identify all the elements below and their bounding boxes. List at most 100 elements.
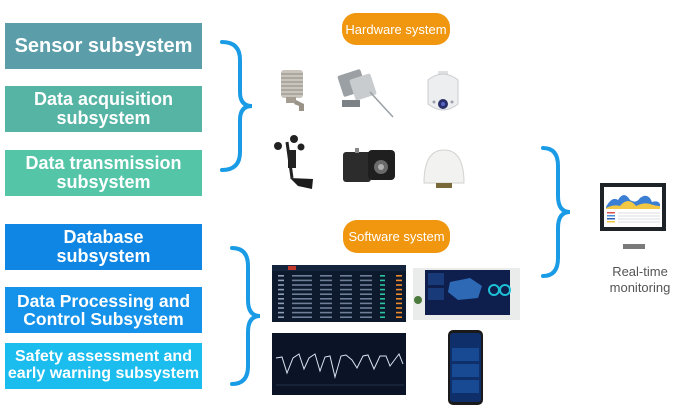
table-cell bbox=[292, 302, 312, 305]
database-subsystem-label: Database subsystem bbox=[56, 227, 151, 266]
table-cell bbox=[396, 298, 402, 300]
hardware-system-title: Hardware system bbox=[345, 21, 447, 37]
inclinometer-icon bbox=[343, 148, 395, 182]
software-brace bbox=[230, 246, 261, 386]
draw-wire-sensor-icon bbox=[337, 69, 394, 118]
table-cell bbox=[340, 298, 352, 300]
data-transmission-subsystem-box: Data transmission subsystem bbox=[5, 150, 202, 196]
table-cell bbox=[380, 288, 385, 291]
table-cell bbox=[360, 284, 372, 286]
table-cell bbox=[380, 293, 385, 295]
table-cell bbox=[292, 288, 312, 291]
table-cell bbox=[292, 298, 312, 300]
safety-assessment-subsystem-label: Safety assessment and early warning subs… bbox=[7, 348, 200, 382]
table-cell bbox=[340, 275, 352, 277]
table-cell bbox=[320, 298, 332, 300]
table-cell bbox=[380, 284, 385, 286]
table-cell bbox=[278, 279, 284, 282]
table-cell bbox=[396, 288, 402, 291]
table-cell bbox=[292, 275, 312, 277]
data-acquisition-subsystem-box: Data acquisition subsystem bbox=[5, 86, 202, 132]
sensor-subsystem-box: Sensor subsystem bbox=[5, 23, 202, 69]
table-cell bbox=[292, 307, 312, 309]
hardware-brace bbox=[220, 40, 253, 172]
dome-camera-icon bbox=[427, 71, 459, 111]
table-cell bbox=[340, 302, 352, 305]
table-cell bbox=[380, 316, 385, 318]
wall-display-screenshot bbox=[413, 268, 520, 320]
table-cell bbox=[278, 284, 284, 286]
table-cell bbox=[340, 293, 352, 295]
table-cell bbox=[320, 288, 332, 291]
table-cell bbox=[360, 307, 372, 309]
data-acquisition-subsystem-label: Data acquisition subsystem bbox=[33, 89, 174, 128]
table-cell bbox=[320, 279, 332, 282]
table-cell bbox=[278, 316, 284, 318]
gnss-antenna-icon bbox=[423, 149, 465, 188]
table-cell bbox=[380, 302, 385, 305]
mobile-app-screenshot bbox=[448, 330, 483, 405]
table-cell bbox=[278, 302, 284, 305]
table-cell bbox=[380, 311, 385, 314]
table-cell bbox=[320, 293, 332, 295]
table-cell bbox=[340, 279, 352, 282]
data-processing-subsystem-label: Data Processing and Control Subsystem bbox=[16, 290, 191, 329]
table-cell bbox=[360, 302, 372, 305]
table-cell bbox=[360, 279, 372, 282]
data-transmission-subsystem-label: Data transmission subsystem bbox=[25, 153, 182, 192]
table-cell bbox=[278, 307, 284, 309]
table-cell bbox=[320, 275, 332, 277]
table-cell bbox=[360, 275, 372, 277]
anemometer-icon bbox=[274, 135, 313, 189]
data-processing-subsystem-box: Data Processing and Control Subsystem bbox=[5, 287, 202, 333]
table-cell bbox=[380, 298, 385, 300]
table-cell bbox=[340, 307, 352, 309]
software-system-title: Software system bbox=[348, 229, 445, 244]
label-line-2: monitoring bbox=[609, 280, 671, 296]
table-cell bbox=[396, 307, 402, 309]
data-table-dashboard-screenshot bbox=[272, 265, 406, 322]
table-cell bbox=[278, 293, 284, 295]
software-system-badge: Software system bbox=[343, 220, 450, 253]
table-cell bbox=[360, 293, 372, 295]
monitor-icon bbox=[600, 183, 666, 249]
table-cell bbox=[360, 288, 372, 291]
safety-assessment-subsystem-box: Safety assessment and early warning subs… bbox=[5, 343, 202, 389]
table-cell bbox=[292, 284, 312, 286]
radiation-shield-icon bbox=[281, 70, 304, 111]
table-cell bbox=[360, 311, 372, 314]
table-cell bbox=[360, 298, 372, 300]
table-cell bbox=[396, 316, 402, 318]
table-cell bbox=[278, 288, 284, 291]
table-cell bbox=[320, 302, 332, 305]
table-cell bbox=[278, 311, 284, 314]
table-cell bbox=[292, 279, 312, 282]
table-cell bbox=[396, 284, 402, 286]
table-cell bbox=[380, 279, 385, 282]
table-cell bbox=[396, 275, 402, 277]
waveform-chart-screenshot bbox=[272, 333, 406, 395]
label-line-1: Real-time bbox=[612, 264, 668, 279]
table-cell bbox=[278, 298, 284, 300]
output-brace bbox=[541, 146, 571, 278]
table-cell bbox=[340, 311, 352, 314]
sensor-subsystem-label: Sensor subsystem bbox=[14, 34, 193, 57]
table-cell bbox=[360, 316, 372, 318]
table-cell bbox=[396, 279, 402, 282]
table-cell bbox=[278, 275, 284, 277]
table-cell bbox=[320, 307, 332, 309]
table-cell bbox=[340, 316, 352, 318]
table-cell bbox=[396, 302, 402, 305]
real-time-monitoring-label: Real-time monitoring bbox=[590, 264, 690, 297]
table-cell bbox=[292, 293, 312, 295]
table-cell bbox=[380, 275, 385, 277]
table-cell bbox=[396, 311, 402, 314]
table-cell bbox=[320, 311, 332, 314]
table-cell bbox=[320, 316, 332, 318]
hardware-system-badge: Hardware system bbox=[342, 13, 450, 45]
table-cell bbox=[340, 284, 352, 286]
table-cell bbox=[292, 316, 312, 318]
database-subsystem-box: Database subsystem bbox=[5, 224, 202, 270]
table-cell bbox=[380, 307, 385, 309]
